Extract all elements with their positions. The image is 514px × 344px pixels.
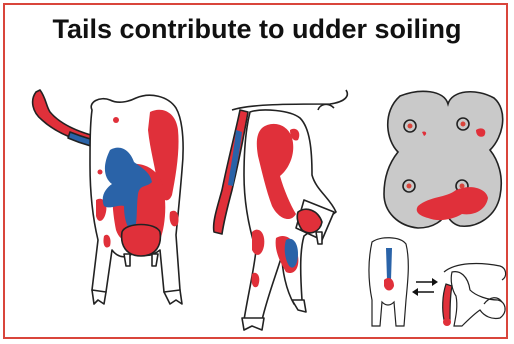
cow-rear-view (33, 90, 183, 304)
cow-side-view (214, 90, 348, 330)
swing-arrows-icon (412, 278, 438, 296)
tail-swing-inset (369, 238, 506, 326)
udder-bottom-view (384, 91, 503, 228)
